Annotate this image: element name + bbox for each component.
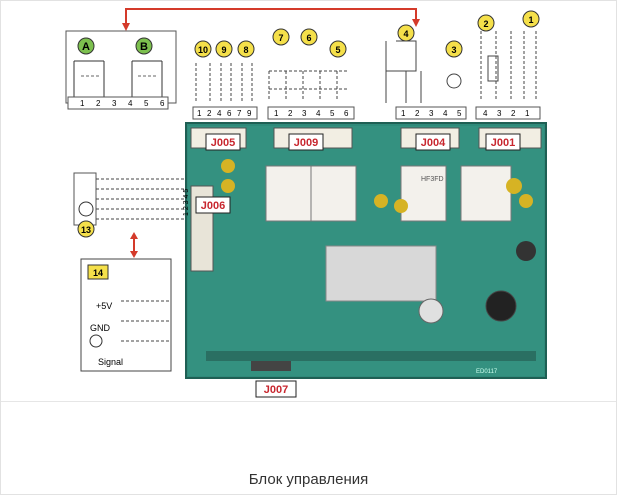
callout-6: 6 bbox=[300, 28, 318, 46]
svg-text:1: 1 bbox=[528, 15, 533, 25]
label-j004: J004 bbox=[415, 133, 451, 151]
svg-text:4: 4 bbox=[128, 99, 133, 108]
relay-3 bbox=[400, 165, 447, 222]
svg-text:14: 14 bbox=[93, 268, 103, 278]
divider bbox=[1, 401, 616, 402]
pin-row-mid: 1 2 3 4 5 6 bbox=[267, 106, 355, 120]
svg-text:1: 1 bbox=[80, 99, 85, 108]
svg-text:J009: J009 bbox=[294, 137, 318, 149]
pin-row-far-right: 4 3 2 1 bbox=[475, 106, 541, 120]
svg-text:6: 6 bbox=[344, 109, 349, 118]
svg-text:8: 8 bbox=[243, 45, 248, 55]
relay-1 bbox=[265, 165, 312, 222]
svg-text:7: 7 bbox=[237, 109, 242, 118]
svg-text:3: 3 bbox=[497, 109, 502, 118]
callout-5: 5 bbox=[329, 40, 347, 58]
svg-text:4: 4 bbox=[217, 109, 222, 118]
label-j005: J005 bbox=[205, 133, 241, 151]
svg-text:4: 4 bbox=[403, 29, 408, 39]
label-j001: J001 bbox=[485, 133, 521, 151]
red-arrow-head-right bbox=[412, 19, 420, 27]
signal-label: Signal bbox=[98, 357, 123, 367]
relay-4 bbox=[460, 165, 512, 222]
callout-1: 1 bbox=[522, 10, 540, 28]
heatsink bbox=[325, 245, 437, 302]
sensor-box-14: 14 +5V GND Signal bbox=[80, 258, 172, 372]
relay-2 bbox=[310, 165, 357, 222]
svg-text:1 2 3 4 5: 1 2 3 4 5 bbox=[183, 189, 190, 216]
svg-text:4: 4 bbox=[443, 109, 448, 118]
svg-text:6: 6 bbox=[306, 33, 311, 43]
svg-text:1: 1 bbox=[525, 109, 530, 118]
svg-text:3: 3 bbox=[112, 99, 117, 108]
pin-row-left: 1 2 3 4 5 6 bbox=[67, 96, 169, 110]
svg-text:J004: J004 bbox=[421, 137, 446, 149]
pcb-board: HF3FD ED0117 bbox=[185, 122, 547, 379]
svg-text:6: 6 bbox=[160, 99, 165, 108]
svg-text:3: 3 bbox=[451, 45, 456, 55]
gnd-label: GND bbox=[90, 323, 111, 333]
control-unit-diagram: A B 10 9 8 7 6 5 4 3 2 1 1 2 3 4 5 bbox=[65, 8, 547, 398]
svg-text:9: 9 bbox=[247, 109, 252, 118]
svg-text:5: 5 bbox=[457, 109, 462, 118]
svg-text:3: 3 bbox=[302, 109, 307, 118]
svg-text:7: 7 bbox=[278, 33, 283, 43]
red-connection-arrow bbox=[125, 8, 417, 27]
label-j006: J006 bbox=[195, 196, 231, 214]
svg-text:J001: J001 bbox=[491, 137, 515, 149]
svg-text:ED0117: ED0117 bbox=[476, 369, 498, 375]
pin-row-mid-left: 1 2 4 6 7 9 bbox=[192, 106, 258, 120]
svg-text:2: 2 bbox=[415, 109, 420, 118]
svg-text:2: 2 bbox=[483, 19, 488, 29]
svg-text:2: 2 bbox=[288, 109, 293, 118]
figure-caption: Блок управления bbox=[248, 471, 369, 488]
svg-text:5: 5 bbox=[144, 99, 149, 108]
svg-text:2: 2 bbox=[511, 109, 516, 118]
schematic-group-ab: A B bbox=[65, 30, 177, 104]
svg-text:1: 1 bbox=[274, 109, 279, 118]
svg-text:1: 1 bbox=[401, 109, 406, 118]
svg-text:J006: J006 bbox=[201, 200, 225, 212]
svg-text:5: 5 bbox=[335, 45, 340, 55]
label-a: A bbox=[82, 41, 90, 53]
callout-9: 9 bbox=[215, 40, 233, 58]
svg-text:4: 4 bbox=[483, 109, 488, 118]
svg-text:4: 4 bbox=[316, 109, 321, 118]
relay-label: HF3FD bbox=[421, 176, 444, 183]
svg-text:2: 2 bbox=[207, 109, 212, 118]
svg-text:3: 3 bbox=[429, 109, 434, 118]
schematic-13: 1 2 3 4 5 13 bbox=[73, 172, 190, 238]
callout-10: 10 bbox=[194, 40, 212, 58]
svg-text:J005: J005 bbox=[211, 137, 235, 149]
label-a-badge bbox=[77, 37, 95, 55]
label-b-badge bbox=[135, 37, 153, 55]
svg-text:9: 9 bbox=[221, 45, 226, 55]
label-b: B bbox=[140, 41, 148, 53]
svg-text:1: 1 bbox=[197, 109, 202, 118]
callout-3: 3 bbox=[445, 40, 463, 58]
callout-13 bbox=[77, 220, 95, 238]
callout-8: 8 bbox=[237, 40, 255, 58]
pin-row-right: 1 2 3 4 5 bbox=[395, 106, 467, 120]
svg-text:13: 13 bbox=[81, 225, 91, 235]
svg-text:2: 2 bbox=[96, 99, 101, 108]
red-arrow-head-left bbox=[122, 23, 130, 31]
callout-4: 4 bbox=[397, 24, 415, 42]
svg-text:5: 5 bbox=[330, 109, 335, 118]
svg-text:10: 10 bbox=[198, 45, 208, 55]
callout-2: 2 bbox=[477, 14, 495, 32]
svg-text:J007: J007 bbox=[264, 384, 288, 396]
label-j009: J009 bbox=[288, 133, 324, 151]
callout-7: 7 bbox=[272, 28, 290, 46]
label-j007: J007 bbox=[255, 380, 297, 398]
svg-text:6: 6 bbox=[227, 109, 232, 118]
vcc-label: +5V bbox=[96, 301, 112, 311]
